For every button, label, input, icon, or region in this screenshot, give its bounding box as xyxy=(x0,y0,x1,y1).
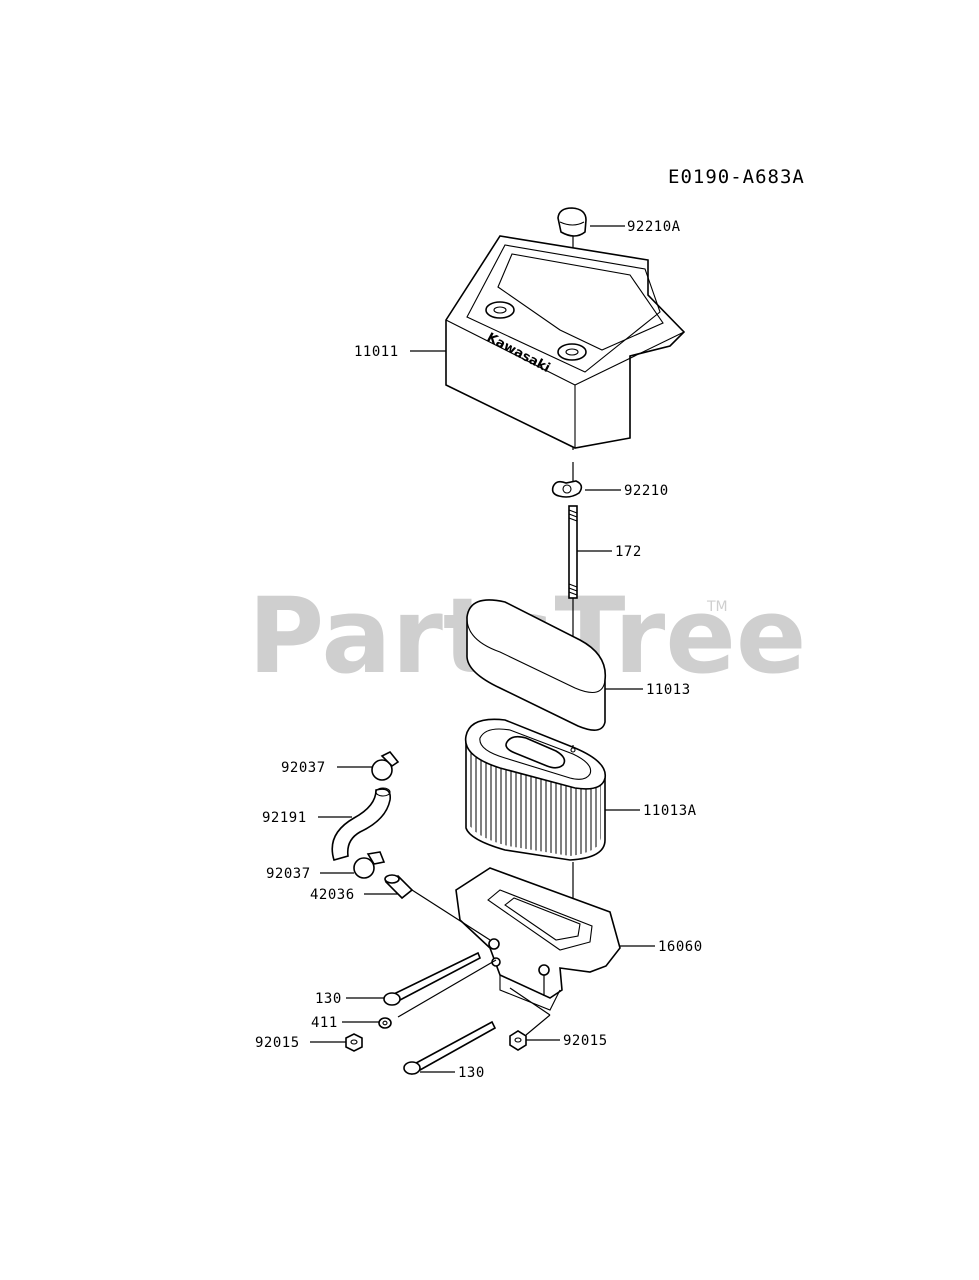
callout-92210[interactable]: 92210 xyxy=(624,483,669,499)
callout-92037-bottom[interactable]: 92037 xyxy=(266,866,311,882)
bolt-130-lower[interactable] xyxy=(403,1020,497,1076)
filter-element-11013a[interactable] xyxy=(464,718,606,861)
clamp-92037-bottom[interactable] xyxy=(353,851,386,879)
washer-411[interactable] xyxy=(378,1017,392,1029)
pre-cleaner-11013[interactable] xyxy=(466,599,607,731)
callout-42036[interactable]: 42036 xyxy=(310,887,355,903)
nut-92015-left[interactable] xyxy=(345,1033,363,1052)
hardware-assembly-lines xyxy=(397,889,551,1036)
callout-16060[interactable]: 16060 xyxy=(658,939,703,955)
clamp-92037-top[interactable] xyxy=(371,750,400,781)
base-plate-16060[interactable] xyxy=(455,867,621,1011)
callout-11013[interactable]: 11013 xyxy=(646,682,691,698)
callout-130-upper[interactable]: 130 xyxy=(315,991,342,1007)
hose-92191[interactable] xyxy=(331,787,392,861)
callout-11011[interactable]: 11011 xyxy=(354,344,399,360)
diagram-code: E0190-A683A xyxy=(668,166,805,188)
callout-92015-left[interactable]: 92015 xyxy=(255,1035,300,1051)
callout-130-lower[interactable]: 130 xyxy=(458,1065,485,1081)
watermark-trademark: TM xyxy=(706,599,728,615)
leader-lines xyxy=(310,225,655,1073)
stud-172[interactable] xyxy=(568,505,578,599)
callout-172[interactable]: 172 xyxy=(615,544,642,560)
knob-92210a[interactable] xyxy=(557,207,587,237)
callout-92015-right[interactable]: 92015 xyxy=(563,1033,608,1049)
wing-nut-92210[interactable] xyxy=(551,480,583,498)
callout-411[interactable]: 411 xyxy=(311,1015,338,1031)
cover-11011[interactable]: Kawasaki xyxy=(445,235,686,449)
callout-92191[interactable]: 92191 xyxy=(262,810,307,826)
bolt-130-upper[interactable] xyxy=(383,951,482,1006)
callout-92037-top[interactable]: 92037 xyxy=(281,760,326,776)
nut-92015-right[interactable] xyxy=(509,1030,527,1051)
callout-labels: 92210A 11011 92210 172 11013 11013A 9203… xyxy=(255,219,703,1081)
callout-11013a[interactable]: 11013A xyxy=(643,803,697,819)
callout-92210a[interactable]: 92210A xyxy=(627,219,681,235)
